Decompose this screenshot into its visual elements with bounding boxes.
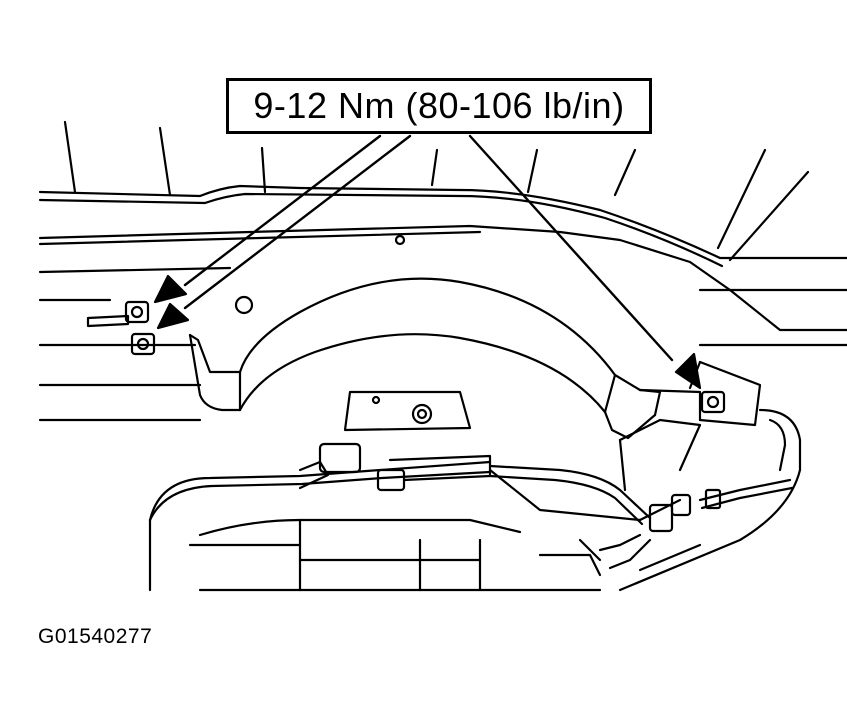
lines-and-hoses — [148, 442, 794, 570]
bolt-left-upper — [86, 300, 150, 328]
torque-spec-label: 9-12 Nm (80-106 lb/in) — [253, 85, 625, 126]
bolt-right — [700, 390, 726, 414]
bolt-left-lower — [130, 332, 156, 356]
lower-structure — [148, 408, 802, 592]
bracket — [188, 277, 762, 440]
figure-id: G01540277 — [38, 625, 153, 648]
floor-pan — [38, 120, 847, 422]
arrowheads — [153, 274, 702, 390]
mount-plate — [343, 390, 472, 432]
torque-callout: 9-12 Nm (80-106 lb/in) — [226, 78, 652, 134]
crossmember — [698, 288, 847, 347]
leader-lines — [183, 134, 674, 362]
